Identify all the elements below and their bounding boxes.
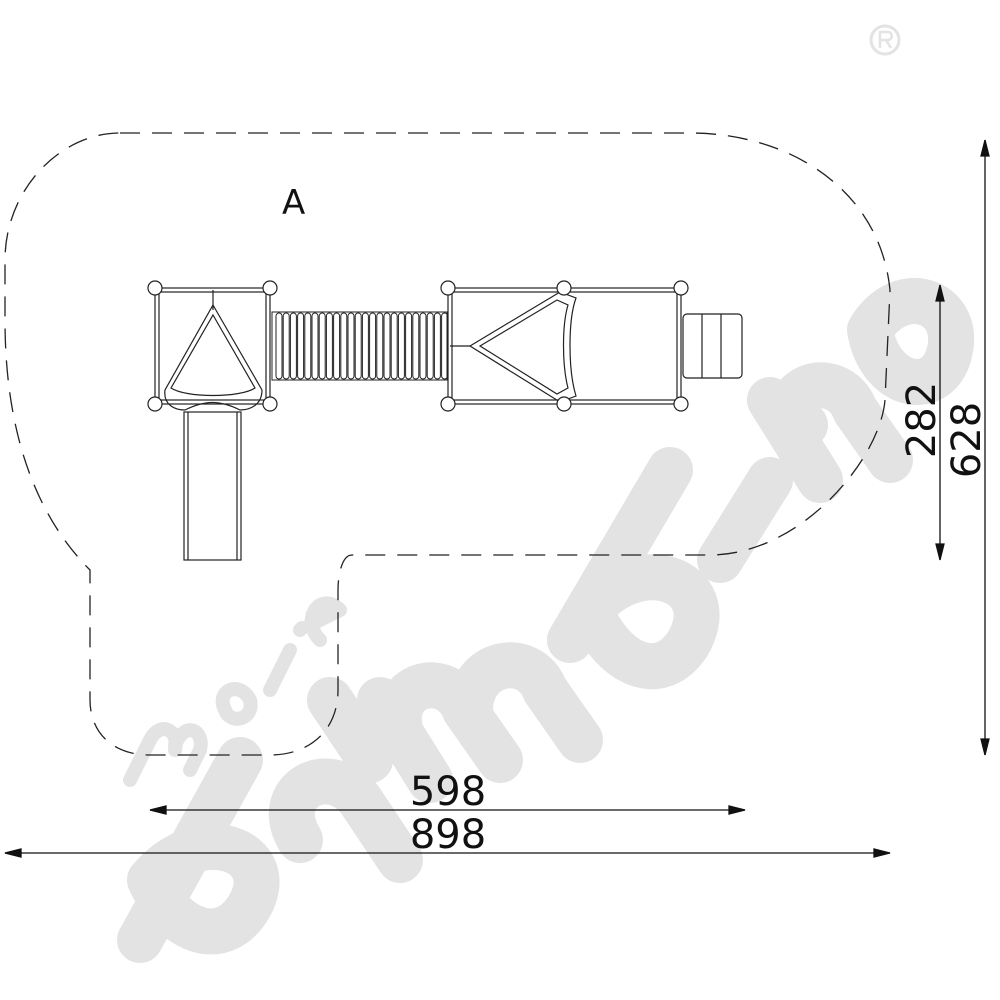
tunnel-rib (390, 312, 398, 380)
watermark-bambino (117, 278, 975, 963)
total-height-label: 628 (944, 402, 990, 478)
tunnel-rib (376, 312, 384, 380)
tunnel-rib (354, 312, 362, 380)
tunnel-rib (325, 312, 333, 380)
right-platform (440, 280, 689, 412)
zone-label: A (282, 183, 305, 223)
inner-height-label: 282 (899, 382, 945, 458)
registered-icon (869, 24, 901, 56)
tunnel-rib (426, 312, 434, 380)
tunnel-rib (419, 312, 427, 380)
inner-width-label: 598 (410, 769, 486, 815)
tunnel-rib (318, 312, 326, 380)
tunnel-rib (433, 312, 441, 380)
tunnel-rib (369, 312, 377, 380)
tunnel-rib (275, 312, 283, 380)
tunnel-rib (383, 312, 391, 380)
registered-glyph (878, 30, 893, 49)
tunnel-rib (289, 312, 297, 380)
tunnel-rib (333, 312, 341, 380)
dimension-lines (4, 139, 990, 858)
watermark-logo (117, 24, 975, 963)
tunnel-rib (340, 312, 348, 380)
tunnel-rib (412, 312, 420, 380)
slide (183, 411, 242, 561)
tunnel-rib (397, 312, 405, 380)
crawl-tunnel (271, 311, 449, 381)
tunnel-rib (304, 312, 312, 380)
tunnel-rib (282, 312, 290, 380)
total-width-label: 898 (410, 812, 486, 858)
tunnel-rib (361, 312, 369, 380)
tunnel-rib (347, 312, 355, 380)
watermark-moje (123, 596, 347, 787)
left-tower (147, 280, 278, 412)
safety-zone-outline (4, 132, 891, 756)
access-steps (682, 313, 743, 379)
tunnel-rib (405, 312, 413, 380)
tunnel-rib (311, 312, 319, 380)
tunnel-rib (297, 312, 305, 380)
